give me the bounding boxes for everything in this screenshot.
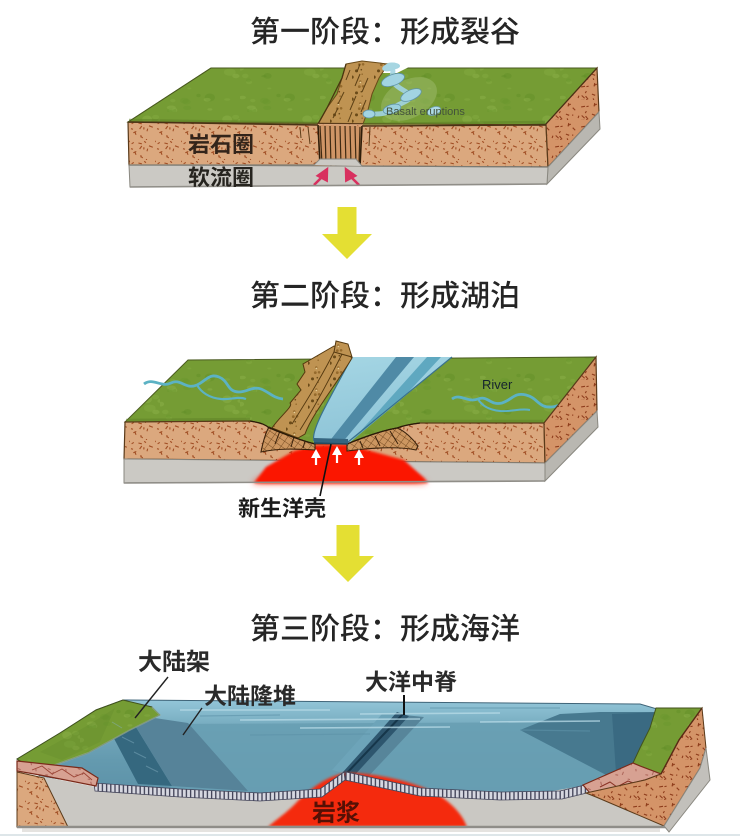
- svg-text:Basalt eruptions: Basalt eruptions: [386, 106, 465, 118]
- svg-text:River: River: [482, 377, 513, 392]
